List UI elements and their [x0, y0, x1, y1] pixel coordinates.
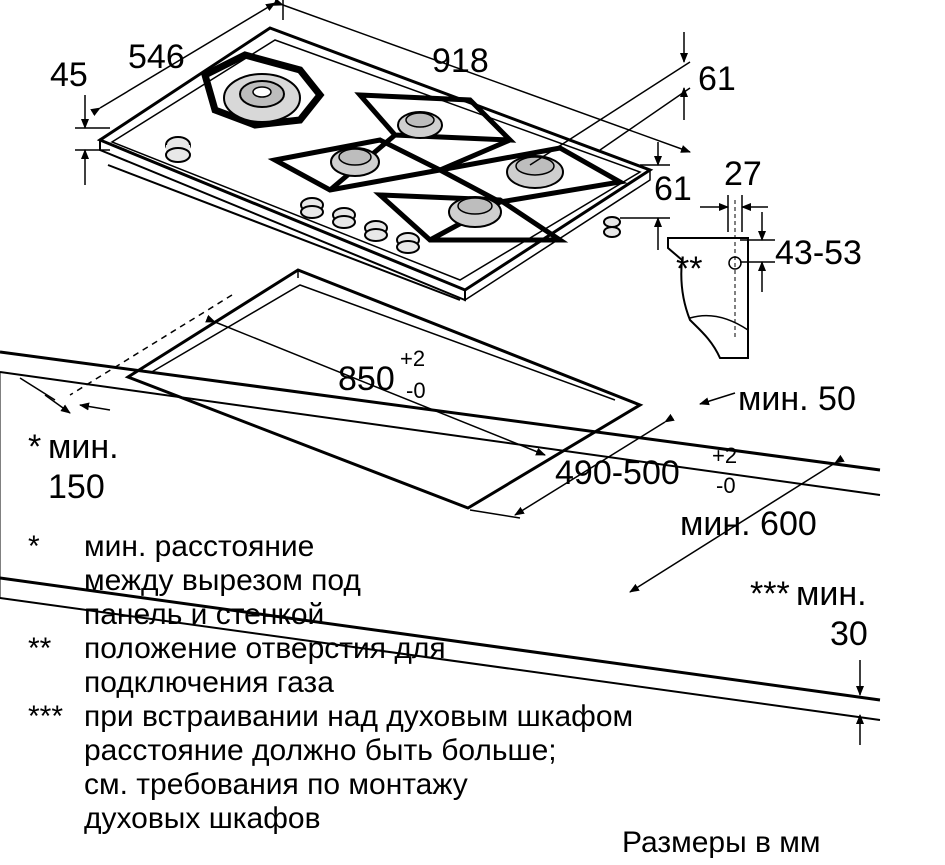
burner-rear-middle [397, 111, 443, 139]
dim-min-30-label: мин. [796, 575, 867, 613]
note-3-line-3: см. требования по монтажу [84, 768, 468, 801]
dim-min-150-value: 150 [48, 468, 105, 506]
wok-burner [200, 51, 325, 129]
dim-45: 45 [50, 56, 88, 94]
dim-min-50: мин. 50 [738, 380, 856, 418]
dimension-lines [19, 0, 864, 745]
dim-43-53: 43-53 [775, 234, 862, 272]
dim-27: 27 [724, 155, 762, 193]
dim-918: 918 [432, 42, 489, 80]
note-1-mark: * [28, 530, 40, 563]
dim-490-tol-minus: -0 [716, 473, 736, 498]
dim-min-600: мин. 600 [680, 505, 817, 543]
control-knobs [165, 136, 621, 254]
note-1-line-3: панель и стенкой [84, 598, 324, 631]
note-1-line-1: мин. расстояние [84, 530, 314, 563]
dim-min-30-value: 30 [830, 615, 868, 653]
note-2-line-2: подключения газа [84, 666, 334, 699]
dim-61-top: 61 [698, 60, 736, 98]
footnotes: * мин. расстояние между вырезом под пане… [28, 530, 633, 835]
note-3-line-4: духовых шкафов [84, 802, 321, 835]
dim-min-150-mark: * [28, 428, 41, 466]
note-1-line-2: между вырезом под [84, 564, 361, 597]
dim-546: 546 [128, 38, 185, 76]
pan-supports [267, 92, 628, 243]
note-3-line-1: при встраивании над духовым шкафом [84, 700, 633, 733]
burner-left-front [330, 147, 380, 177]
note-2-mark: ** [28, 632, 52, 665]
note-2-line-1: положение отверстия для [84, 632, 446, 665]
dim-61-bottom: 61 [654, 170, 692, 208]
burner-right-front [448, 196, 502, 228]
dim-850-tol-minus: -0 [406, 378, 426, 403]
dim-min-30-mark: *** [750, 575, 790, 613]
note-3-line-2: расстояние должно быть больше; [84, 734, 557, 767]
dim-850-tol-plus: +2 [400, 346, 425, 371]
note-3-mark: *** [28, 700, 63, 733]
dim-490-500: 490-500 [555, 454, 680, 492]
gas-connection-detail [667, 200, 749, 359]
dim-490-tol-plus: +2 [712, 443, 737, 468]
gas-hole-mark: ** [676, 250, 702, 288]
units-caption: Размеры в мм [622, 826, 821, 859]
dim-min-150-label: мин. [48, 428, 119, 466]
dim-850: 850 [338, 360, 395, 398]
burner-right-rear [506, 155, 564, 189]
